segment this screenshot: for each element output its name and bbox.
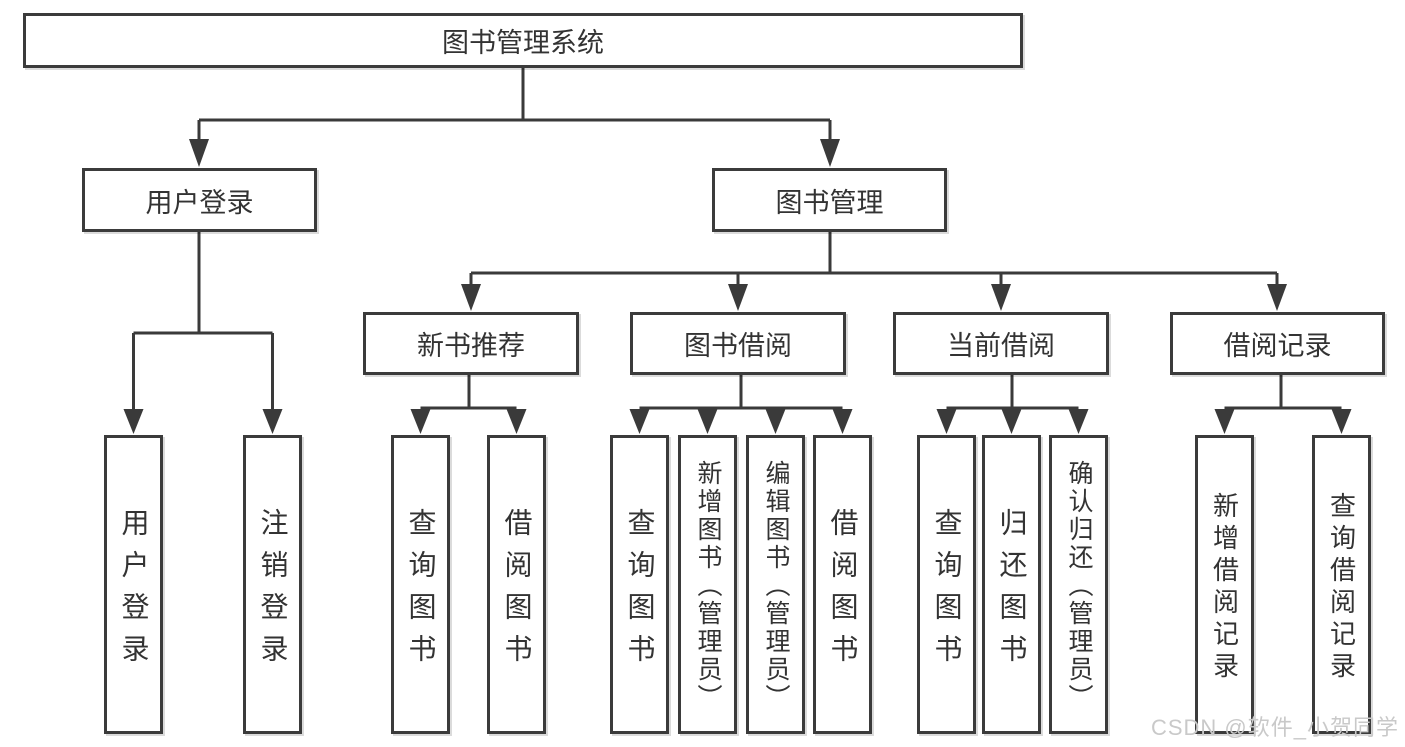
node-book-borrow: 图书借阅 xyxy=(630,312,846,375)
node-new-book-recommend: 新书推荐 xyxy=(363,312,579,375)
leaf-query-borrow-record: 查询借阅记录 xyxy=(1312,435,1371,734)
leaf-add-book-admin-label: 新增图书（管理员） xyxy=(694,460,722,712)
connector-book-management-to-level3 xyxy=(469,232,1279,286)
node-current-borrow-label: 当前借阅 xyxy=(947,331,1055,361)
leaf-confirm-return-admin-label: 确认归还（管理员） xyxy=(1065,460,1093,712)
node-borrow-records: 借阅记录 xyxy=(1170,312,1385,375)
leaf-borrow-books-borrow: 借阅图书 xyxy=(813,435,872,734)
leaf-logout-label: 注销登录 xyxy=(257,507,289,676)
leaf-logout: 注销登录 xyxy=(243,435,302,734)
connector-root-to-level2 xyxy=(197,68,832,141)
connector-new-book-recommend-to-leaves xyxy=(420,375,517,410)
csdn-watermark: CSDN @软件_小贺同学 xyxy=(1150,715,1399,740)
node-root-library-management-system: 图书管理系统 xyxy=(23,13,1023,68)
leaf-query-books-borrow: 查询图书 xyxy=(610,435,669,734)
leaf-edit-book-admin-label: 编辑图书（管理员） xyxy=(762,460,790,712)
leaf-add-borrow-record-label: 新增借阅记录 xyxy=(1209,491,1240,684)
node-new-book-recommend-label: 新书推荐 xyxy=(417,331,525,361)
connector-borrow-records-to-leaves xyxy=(1224,375,1342,410)
node-user-login: 用户登录 xyxy=(82,168,317,232)
leaf-query-borrow-record-label: 查询借阅记录 xyxy=(1326,491,1357,684)
node-book-management: 图书管理 xyxy=(712,168,947,232)
leaf-return-book: 归还图书 xyxy=(982,435,1041,734)
leaf-borrow-books-recommend-label: 借阅图书 xyxy=(501,507,533,676)
leaf-query-books-current-label: 查询图书 xyxy=(931,507,963,676)
leaf-borrow-books-borrow-label: 借阅图书 xyxy=(827,507,859,676)
node-book-management-label: 图书管理 xyxy=(775,187,884,218)
leaf-user-login-label: 用户登录 xyxy=(118,507,150,676)
node-root-label: 图书管理系统 xyxy=(442,28,604,58)
leaf-add-book-admin: 新增图书（管理员） xyxy=(678,435,737,734)
node-user-login-label: 用户登录 xyxy=(145,187,254,218)
connector-user-login-to-leaves xyxy=(132,232,274,410)
leaf-confirm-return-admin: 确认归还（管理员） xyxy=(1049,435,1108,734)
leaf-query-books-borrow-label: 查询图书 xyxy=(624,507,656,676)
leaf-query-books-recommend: 查询图书 xyxy=(391,435,450,734)
node-current-borrow: 当前借阅 xyxy=(893,312,1109,375)
leaf-borrow-books-recommend: 借阅图书 xyxy=(487,435,546,734)
connector-current-borrow-to-leaves xyxy=(946,375,1079,410)
leaf-query-books-recommend-label: 查询图书 xyxy=(405,507,437,676)
leaf-query-books-current: 查询图书 xyxy=(917,435,976,734)
leaf-return-book-label: 归还图书 xyxy=(996,507,1028,676)
leaf-user-login: 用户登录 xyxy=(104,435,163,734)
arrowheads xyxy=(123,139,1352,434)
node-borrow-records-label: 借阅记录 xyxy=(1223,331,1332,361)
node-book-borrow-label: 图书借阅 xyxy=(684,331,792,361)
leaf-edit-book-admin: 编辑图书（管理员） xyxy=(746,435,805,734)
leaf-add-borrow-record: 新增借阅记录 xyxy=(1195,435,1254,734)
connector-book-borrow-to-leaves xyxy=(639,375,843,410)
